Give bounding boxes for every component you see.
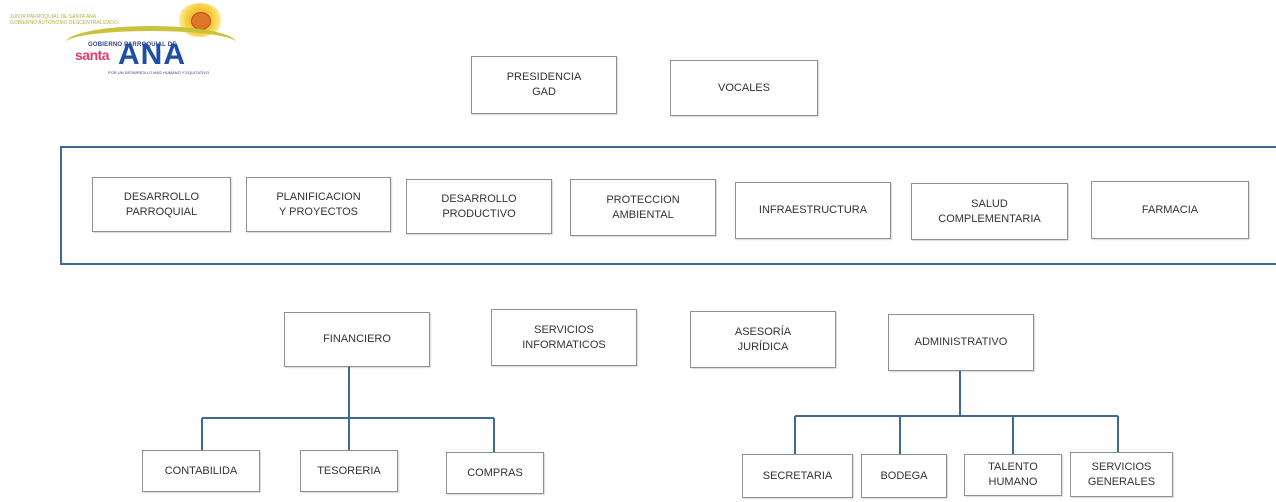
- node-farmacia-label: FARMACIA: [1141, 203, 1199, 216]
- node-asesoria-juridica-label: ASESORÍA JURÍDICA: [734, 325, 792, 353]
- node-desarrollo-parroquial: DESARROLLO PARROQUIAL: [92, 177, 231, 232]
- node-planificacion: PLANIFICACION Y PROYECTOS: [246, 177, 391, 232]
- node-bodega: BODEGA: [861, 454, 947, 498]
- node-proteccion-ambiental-label: PROTECCION AMBIENTAL: [606, 193, 680, 221]
- logo-subtitle: GOBIERNO PARROQUIAL DE: [88, 42, 177, 48]
- node-servicios-generales-label: SERVICIOS GENERALES: [1087, 460, 1156, 488]
- node-presidencia-label: PRESIDENCIA GAD: [506, 71, 582, 98]
- node-asesoria-juridica: ASESORÍA JURÍDICA: [690, 311, 836, 368]
- node-bodega-label: BODEGA: [880, 469, 928, 482]
- logo: JUNTA PARROQUIAL DE SANTA ANA GOBIERNO A…: [0, 0, 270, 84]
- node-desarrollo-parroquial-label: DESARROLLO PARROQUIAL: [123, 190, 200, 218]
- node-compras-label: COMPRAS: [467, 466, 523, 479]
- administrativo-connector: [794, 371, 1119, 454]
- logo-name-script: santa: [75, 47, 110, 63]
- node-farmacia: FARMACIA: [1091, 181, 1249, 239]
- node-vocales: VOCALES: [670, 60, 818, 116]
- commissions-frame: [60, 146, 1276, 265]
- node-contabilida: CONTABILIDA: [142, 450, 260, 492]
- logo-arc-icon: [66, 26, 236, 59]
- node-salud-complementaria-label: SALUD COMPLEMENTARIA: [938, 197, 1041, 225]
- node-desarrollo-productivo-label: DESARROLLO PRODUCTIVO: [441, 192, 517, 220]
- node-infraestructura: INFRAESTRUCTURA: [735, 182, 891, 239]
- node-desarrollo-productivo: DESARROLLO PRODUCTIVO: [406, 179, 552, 234]
- node-proteccion-ambiental: PROTECCION AMBIENTAL: [570, 179, 716, 236]
- node-contabilida-label: CONTABILIDA: [164, 464, 238, 477]
- node-secretaria-label: SECRETARIA: [762, 469, 833, 482]
- logo-name-main: ANA: [118, 38, 186, 71]
- node-infraestructura-label: INFRAESTRUCTURA: [758, 204, 868, 216]
- node-vocales-label: VOCALES: [718, 81, 770, 94]
- node-financiero-label: FINANCIERO: [323, 333, 391, 345]
- financiero-connector: [201, 367, 495, 452]
- node-secretaria: SECRETARIA: [742, 454, 853, 498]
- node-servicios-generales: SERVICIOS GENERALES: [1070, 452, 1173, 497]
- logo-tagline: POR UN DESARROLLO MÁS HUMANO Y EQUITATIV…: [108, 70, 210, 75]
- node-presidencia: PRESIDENCIA GAD: [471, 56, 617, 114]
- node-servicios-informaticos: SERVICIOS INFORMATICOS: [491, 309, 637, 366]
- node-compras: COMPRAS: [446, 452, 544, 494]
- node-financiero: FINANCIERO: [284, 312, 430, 367]
- node-servicios-informaticos-label: SERVICIOS INFORMATICOS: [522, 323, 606, 351]
- node-tesoreria: TESORERIA: [300, 450, 398, 492]
- node-administrativo-label: ADMINISTRATIVO: [914, 336, 1008, 348]
- node-talento-humano: TALENTO HUMANO: [964, 454, 1062, 496]
- logo-top-text: JUNTA PARROQUIAL DE SANTA ANA GOBIERNO A…: [10, 14, 118, 26]
- node-salud-complementaria: SALUD COMPLEMENTARIA: [911, 183, 1068, 240]
- node-talento-humano-label: TALENTO HUMANO: [988, 461, 1038, 488]
- node-tesoreria-label: TESORERIA: [317, 464, 381, 477]
- node-administrativo: ADMINISTRATIVO: [888, 314, 1034, 371]
- node-planificacion-label: PLANIFICACION Y PROYECTOS: [276, 190, 361, 218]
